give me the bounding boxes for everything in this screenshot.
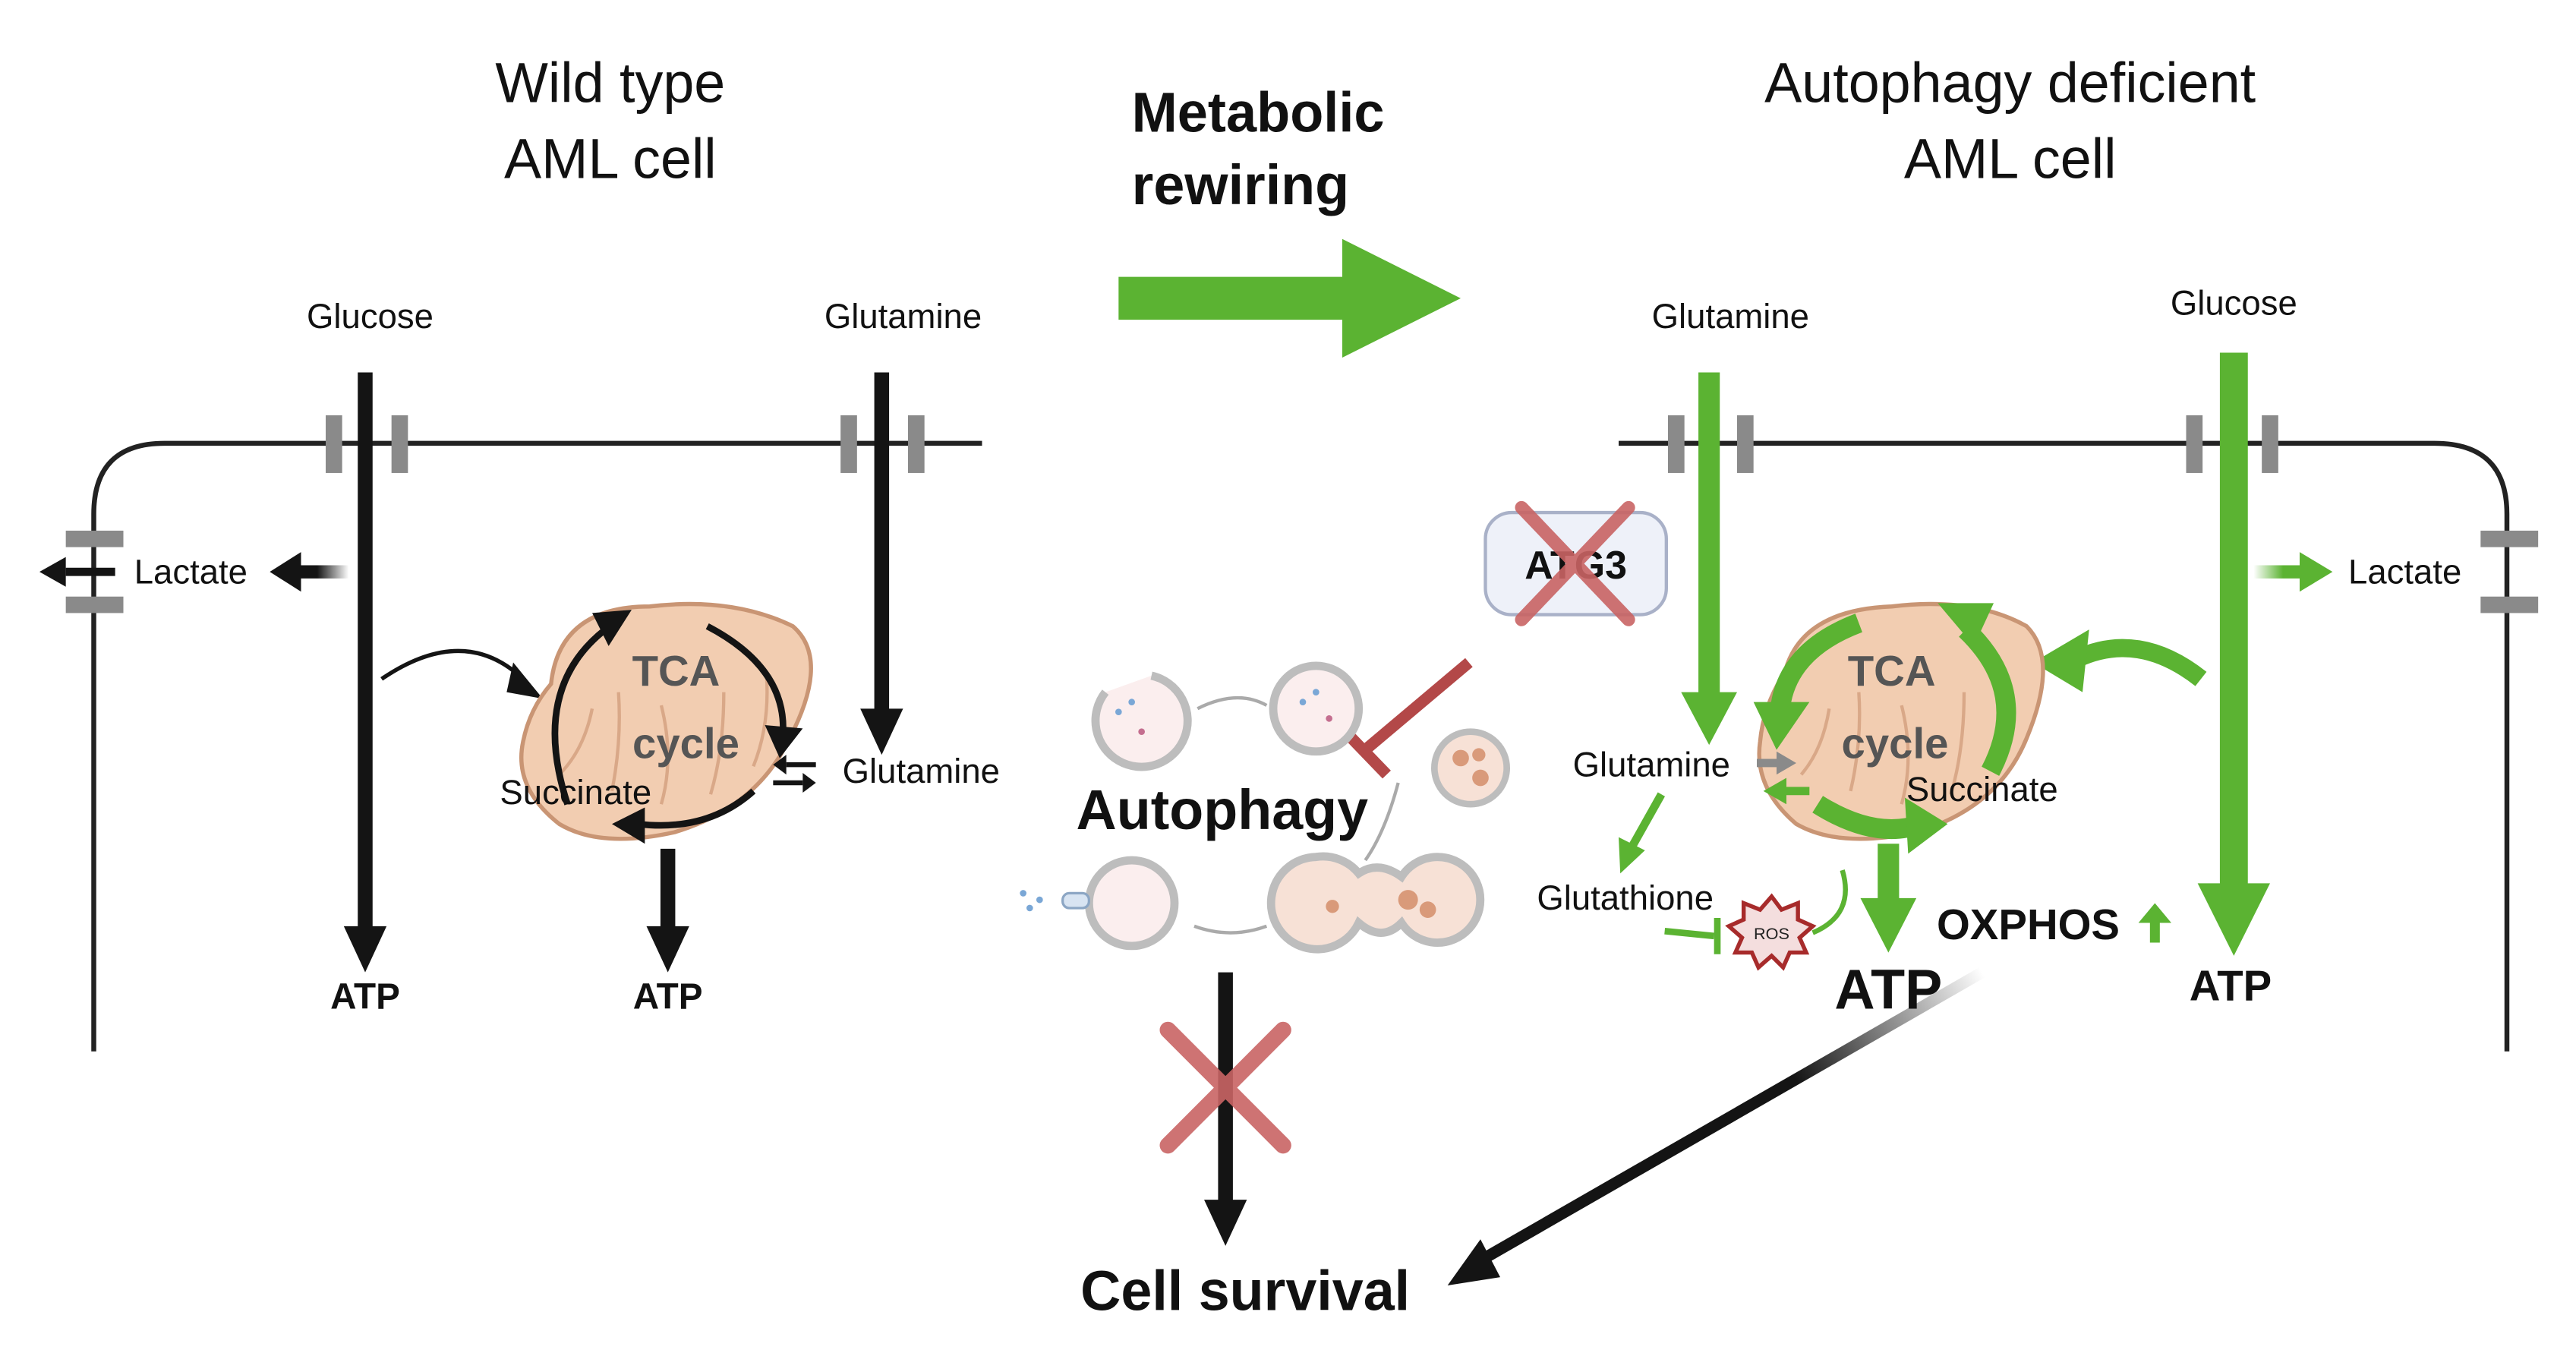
autophagy-autolysosome-icon	[1020, 856, 1179, 951]
ros-label: ROS	[1754, 924, 1789, 943]
left-tca-arc-top-right	[705, 623, 787, 734]
right-glucose-label: Glucose	[2171, 284, 2297, 323]
right-lactate-channel-a	[2480, 530, 2539, 547]
left-glucose-to-tca-arrowhead	[506, 662, 543, 699]
glutathione-inhibits-ros-line	[1664, 928, 1715, 940]
right-glutamine-to-tca-arrowhead	[1777, 751, 1796, 775]
left-glucose-label: Glucose	[307, 297, 434, 336]
right-lactate-fade-arrow	[2253, 565, 2303, 579]
metabolic-rewiring-line2: rewiring	[1132, 153, 1349, 216]
left-tca-label-line2: cycle	[632, 719, 739, 767]
metabolic-rewiring-line1: Metabolic	[1132, 82, 1385, 144]
left-atp-mito: ATP	[633, 976, 703, 1017]
right-lactate-channel-b	[2480, 596, 2539, 613]
autophagy-step-arrow-2	[1364, 782, 1400, 862]
right-cell-title-line2: AML cell	[1904, 127, 2117, 190]
left-lactate-label: Lactate	[134, 552, 248, 591]
right-cell-membrane	[1619, 440, 2510, 1052]
left-atp-glycolysis: ATP	[330, 976, 400, 1017]
right-glutamine-side-label: Glutamine	[1573, 745, 1730, 784]
rewiring-arrow	[1118, 238, 1461, 358]
left-tca-arc-bottom	[638, 788, 756, 829]
left-glucose-to-tca-arrow	[380, 648, 525, 681]
right-lactate-label: Lactate	[2348, 552, 2461, 591]
left-glutamine-channel-a	[840, 415, 857, 473]
survival-blocked-cross-icon	[1159, 1021, 1291, 1154]
right-glucose-channel-a	[2186, 415, 2203, 473]
right-glutamine-arrowhead	[1681, 692, 1737, 746]
right-glutamine-channel-b	[1737, 415, 1754, 473]
left-tca-label-line1: TCA	[632, 647, 720, 695]
left-tca-arrowhead-1	[592, 610, 632, 646]
left-glutamine-top-label: Glutamine	[825, 297, 982, 336]
left-lactate-arrowhead-inner	[270, 552, 301, 592]
ros-icon	[1725, 893, 1817, 971]
oxphos-up-arrowhead	[2138, 903, 2171, 923]
right-oxphos-atp-arrowhead	[1860, 897, 1917, 953]
right-atp-glycolysis: ATP	[2190, 961, 2272, 1009]
right-tca-arrowhead-3	[1905, 797, 1948, 854]
right-tca-arc-left	[1770, 613, 1863, 714]
right-atp-oxphos: ATP	[1834, 957, 1942, 1020]
right-tca-arrowhead-1	[1753, 702, 1810, 750]
right-succinate-label: Succinate	[1906, 770, 2058, 809]
left-mitochondrion-icon	[519, 601, 813, 841]
oxphos-label: OXPHOS	[1937, 900, 2120, 948]
left-glutamine-channel-b	[908, 415, 925, 473]
autophagy-autophagosome-icon	[1269, 661, 1364, 756]
right-glutamine-to-glutathione-arrowhead	[1619, 837, 1645, 874]
left-glutamine-side-label: Glutamine	[843, 752, 1000, 790]
left-mito-atp-arrowhead	[646, 926, 689, 973]
left-cell-title-line2: AML cell	[504, 127, 717, 190]
right-glucose-arrowhead	[2197, 883, 2270, 956]
right-glucose-to-tca-arrow	[2072, 639, 2207, 686]
right-mitochondrion-icon	[1757, 601, 2045, 841]
right-glutamine-channel-a	[1668, 415, 1685, 473]
right-tca-label-line2: cycle	[1842, 719, 1949, 767]
autophagy-step-arrow-1	[1197, 696, 1268, 711]
left-tca-arrowhead-2	[765, 725, 803, 758]
left-lactate-channel-a	[65, 530, 124, 547]
left-cell-membrane	[91, 440, 982, 1052]
left-lactate-fade-arrow	[296, 565, 349, 579]
left-glutamine-arrowhead	[860, 708, 903, 755]
right-glucose-to-tca-arrowhead	[2033, 629, 2089, 692]
autophagy-label: Autophagy	[1077, 778, 1369, 841]
left-glutamine-exchange-out-head	[802, 772, 816, 793]
left-tca-arrowhead-3	[612, 807, 645, 844]
left-tca-arc-top-left	[551, 626, 608, 806]
right-glutamine-to-glutathione-arrow	[1628, 792, 1666, 850]
atg3-inhibition-line	[1361, 658, 1473, 755]
right-tca-arrowhead-2	[1938, 603, 1994, 646]
right-succinate-to-glutamine-arrowhead	[1763, 777, 1786, 805]
right-tca-label-line1: TCA	[1848, 647, 1936, 695]
right-glucose-channel-b	[2262, 415, 2278, 473]
left-succinate-label: Succinate	[500, 773, 651, 812]
right-glutathione-label: Glutathione	[1537, 878, 1714, 917]
left-glucose-channel-b	[391, 415, 408, 473]
cell-survival-label: Cell survival	[1080, 1260, 1410, 1323]
right-glutamine-top-label: Glutamine	[1652, 297, 1809, 336]
left-glutamine-exchange-in-head	[773, 755, 787, 775]
autophagy-phagophore-icon	[1091, 671, 1192, 771]
left-glucose-arrowhead	[343, 926, 387, 973]
left-cell-title-line1: Wild type	[495, 52, 725, 115]
right-atp-survival-arrow	[1474, 967, 1985, 1268]
autophagy-lysosome-icon	[1430, 728, 1510, 808]
autophagy-fusion-icon	[1266, 852, 1485, 954]
left-lactate-export-arrowhead	[39, 557, 66, 587]
autophagy-survival-arrowhead	[1204, 1200, 1247, 1246]
right-lactate-arrowhead	[2300, 552, 2333, 592]
tca-to-ros-arrow	[1811, 869, 1848, 935]
right-cell-title-line1: Autophagy deficient	[1764, 52, 2256, 115]
right-atp-survival-arrowhead	[1447, 1239, 1500, 1286]
atg3-cross-icon	[1515, 500, 1635, 626]
autophagy-step-arrow-3	[1193, 924, 1268, 935]
left-glucose-channel-a	[326, 415, 342, 473]
left-lactate-channel-b	[65, 596, 124, 613]
right-tca-arc-right	[1959, 622, 2016, 776]
